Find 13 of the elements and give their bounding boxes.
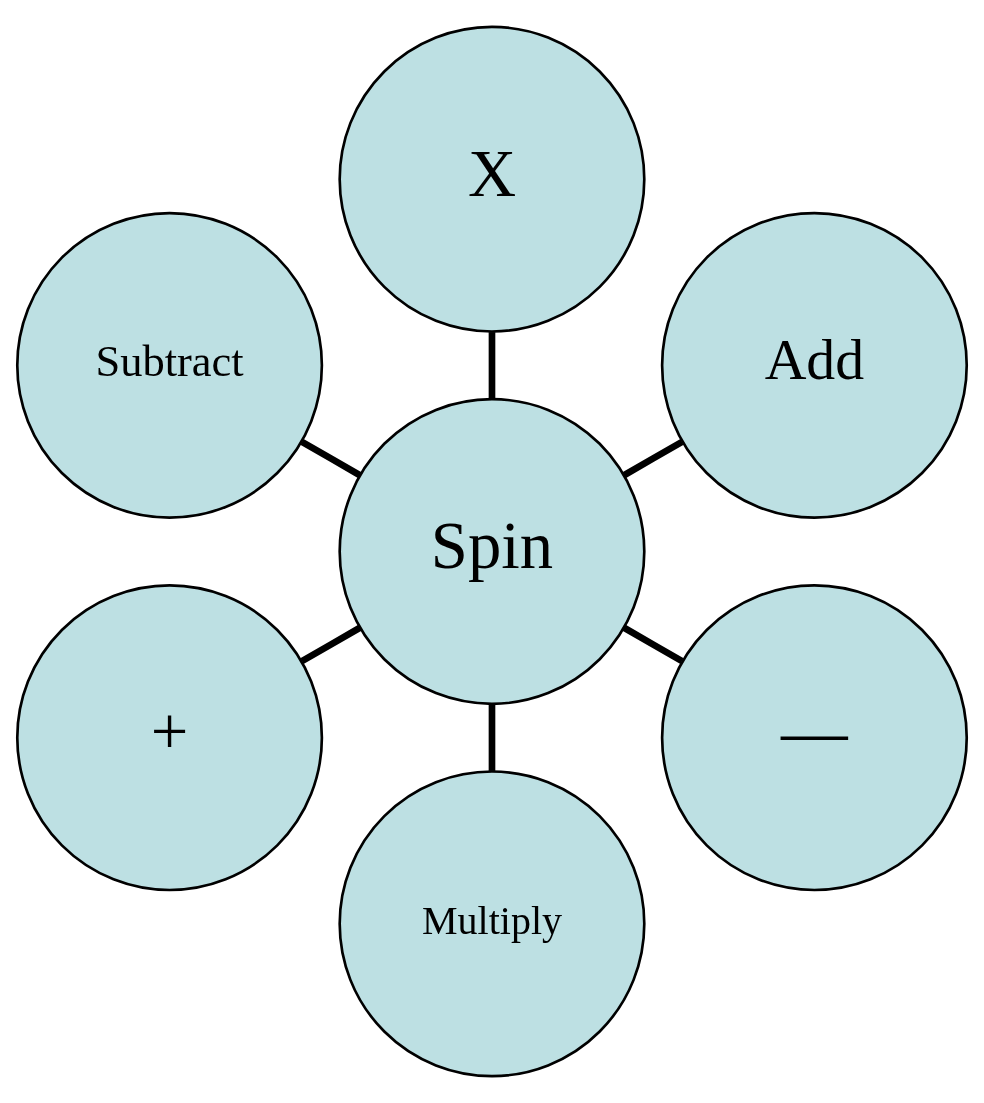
connector: [488, 704, 496, 771]
node-circle: Multiply: [338, 770, 646, 1078]
node-circle: Spin: [338, 397, 646, 706]
node-circle: X: [338, 25, 646, 333]
node-circle: Add: [660, 211, 969, 519]
connector: [300, 438, 362, 479]
node-circle: Subtract: [15, 211, 324, 519]
connector: [622, 624, 684, 665]
connector: [622, 438, 684, 479]
connector: [300, 624, 362, 665]
node-circle: +: [15, 584, 324, 892]
node-circle: —: [660, 584, 969, 892]
connector: [488, 332, 496, 399]
